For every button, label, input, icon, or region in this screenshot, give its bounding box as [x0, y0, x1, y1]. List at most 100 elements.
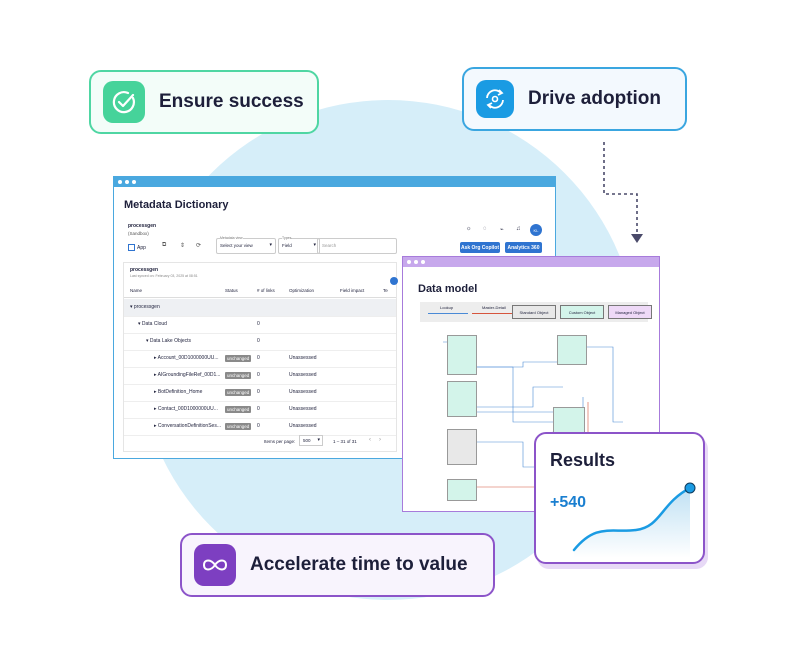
column-header-te[interactable]: Te	[383, 288, 388, 293]
status-badge: unchanged	[225, 423, 252, 430]
app-icon	[128, 244, 135, 251]
copy-icon[interactable]: ⧉	[162, 242, 167, 248]
accelerate-label: Accelerate time to value	[250, 554, 468, 575]
search-placeholder: Search	[322, 243, 337, 248]
row-links: 0	[257, 355, 260, 361]
legend-lookup: Lookup	[440, 305, 454, 310]
app-label: App	[137, 244, 146, 251]
row-links: 0	[257, 372, 260, 378]
row-optimization: Unassessed	[289, 389, 317, 395]
data-model-title: Data model	[418, 283, 478, 295]
bell-icon[interactable]: ♫	[516, 226, 521, 232]
chevron-down-icon: ▾	[269, 242, 272, 248]
row-name: ▾ Data Lake Objects	[146, 338, 192, 344]
ensure-success-callout: Ensure success	[89, 70, 319, 134]
chat-icon[interactable]: ◌	[483, 226, 487, 232]
window-titlebar	[403, 257, 659, 267]
status-badge: unchanged	[225, 355, 252, 362]
window-dot	[125, 180, 129, 184]
window-dot	[407, 260, 411, 264]
infinity-icon	[194, 544, 236, 586]
row-optimization: Unassessed	[289, 372, 317, 378]
row-links: 0	[257, 423, 260, 429]
chart-icon[interactable]: ⌁	[500, 227, 504, 233]
trend-line	[572, 486, 692, 552]
analytics-button[interactable]: Analytics 360	[505, 242, 542, 253]
org-name: processgen	[128, 223, 157, 229]
chevron-down-icon: ▾	[313, 242, 316, 248]
sort-icon[interactable]: ⇕	[180, 243, 186, 249]
column-header-field-impact[interactable]: Field impact	[340, 288, 365, 293]
row-optimization: Unassessed	[289, 406, 317, 412]
drive-adoption-callout: Drive adoption	[462, 67, 687, 131]
row-links: 0	[257, 321, 260, 327]
model-node[interactable]	[447, 335, 477, 375]
chevron-down-icon: ▾	[317, 437, 320, 443]
items-per-page-label: Items per page:	[264, 439, 296, 444]
model-node[interactable]	[447, 429, 477, 465]
dotted-connector	[603, 142, 643, 243]
window-dot	[132, 180, 136, 184]
metadata-view-label: Metadata view	[220, 236, 243, 240]
model-node[interactable]	[557, 335, 587, 365]
refresh-icon[interactable]: ⟳	[196, 243, 202, 249]
prev-page-icon[interactable]: ‹	[369, 437, 371, 443]
trend-endpoint	[684, 482, 696, 494]
drive-adoption-label: Drive adoption	[528, 88, 662, 109]
sun-icon[interactable]: ☼	[466, 226, 472, 232]
row-name: ▸ BotDefinition_Home	[154, 389, 203, 395]
results-trend-chart	[572, 482, 696, 558]
status-badge: unchanged	[225, 406, 252, 413]
row-optimization: Unassessed	[289, 355, 317, 361]
column-header-name[interactable]: Name	[130, 288, 143, 293]
row-links: 0	[257, 406, 260, 412]
avatar[interactable]: KL	[530, 224, 542, 236]
app-selector[interactable]: App	[128, 244, 146, 251]
table-row[interactable]: ▸ Account_00D1000000UU... unchanged 0 Un…	[124, 350, 396, 368]
items-per-page-value: 500	[303, 438, 311, 443]
table-row[interactable]: ▾ processgen	[124, 299, 396, 317]
table-row[interactable]: ▸ ConversationDefinitionSes... unchanged…	[124, 418, 396, 436]
ensure-success-label: Ensure success	[159, 91, 304, 112]
table-row[interactable]: ▸ Contact_00D1000000UU... unchanged 0 Un…	[124, 401, 396, 419]
legend-master-detail-line	[472, 313, 512, 314]
legend-custom-object: Custom Object	[560, 305, 604, 319]
data-table: processgen Last synced on: February 03, …	[123, 262, 397, 452]
next-page-icon[interactable]: ›	[379, 437, 381, 443]
row-name: ▾ processgen	[130, 304, 160, 310]
column-header-links[interactable]: # of links	[257, 288, 275, 293]
table-row[interactable]: ▾ Data Cloud 0	[124, 316, 396, 334]
results-value: +540	[550, 494, 587, 511]
table-header: Name Status # of links Optimization Fiel…	[124, 283, 396, 298]
results-card: Results +540	[534, 432, 705, 564]
panel-toggle-button[interactable]	[390, 277, 398, 285]
table-row[interactable]: ▾ Data Lake Objects 0	[124, 333, 396, 351]
panel-title: processgen	[130, 267, 159, 273]
table-row[interactable]: ▸ AIGroundingFileRef_00D1... unchanged 0…	[124, 367, 396, 385]
pagination-info: 1 – 31 of 31	[333, 439, 357, 444]
page-title: Metadata Dictionary	[124, 199, 229, 211]
window-dot	[421, 260, 425, 264]
refresh-cycle-icon	[476, 80, 514, 118]
legend-standard-object: Standard Object	[512, 305, 556, 319]
status-badge: unchanged	[225, 389, 252, 396]
row-name: ▸ Account_00D1000000UU...	[154, 355, 219, 361]
ask-copilot-button[interactable]: Ask Org Copilot	[460, 242, 500, 253]
table-row[interactable]: ▸ BotDefinition_Home unchanged 0 Unasses…	[124, 384, 396, 402]
model-legend: Lookup Master-Detail Standard Object Cus…	[420, 302, 652, 322]
metadata-view-select[interactable]: Metadata view Select your view ▾	[216, 236, 276, 254]
model-node[interactable]	[447, 479, 477, 501]
types-value: Field	[282, 243, 292, 248]
metadata-view-value: Select your view	[220, 243, 253, 248]
accelerate-callout: Accelerate time to value	[180, 533, 495, 597]
types-select[interactable]: Types Field ▾	[278, 236, 320, 254]
row-name: ▸ AIGroundingFileRef_00D1...	[154, 372, 221, 378]
column-header-optimization[interactable]: Optimization	[289, 288, 315, 293]
row-name: ▸ Contact_00D1000000UU...	[154, 406, 218, 412]
search-input[interactable]: Search	[317, 238, 397, 254]
window-dot	[414, 260, 418, 264]
column-header-status[interactable]: Status	[225, 288, 238, 293]
model-node[interactable]	[447, 381, 477, 417]
items-per-page-select[interactable]: 500 ▾	[299, 435, 323, 446]
row-optimization: Unassessed	[289, 423, 317, 429]
